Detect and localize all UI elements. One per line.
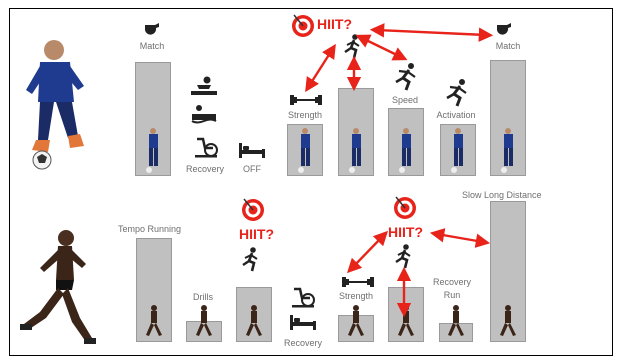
bath-icon bbox=[191, 105, 217, 124]
match-left-label: Match bbox=[139, 41, 165, 51]
stationary-bike-icon bbox=[195, 137, 218, 158]
runner-icon bbox=[242, 247, 258, 272]
recovery-bottom-label: Recovery bbox=[283, 338, 323, 348]
recovery-run-label-line1: Recovery bbox=[432, 277, 472, 287]
strength-top-label: Strength bbox=[287, 110, 323, 120]
sprinter-icon bbox=[395, 63, 416, 91]
recovery-run-bar bbox=[439, 323, 473, 342]
stationary-bike-icon bbox=[292, 287, 315, 308]
match-right-label: Match bbox=[495, 41, 521, 51]
target-icon bbox=[292, 14, 314, 37]
arrow-hiit-strength bbox=[305, 43, 336, 93]
off-label: OFF bbox=[243, 164, 261, 174]
dumbbell-icon bbox=[342, 277, 374, 287]
target-icon bbox=[242, 198, 264, 221]
hiit-bottom-left-label: HIIT? bbox=[239, 226, 274, 242]
slow-long-distance-label: Slow Long Distance bbox=[462, 190, 542, 200]
recovery-top-label: Recovery bbox=[185, 164, 225, 174]
drills-label: Drills bbox=[193, 292, 213, 302]
distance-runner-photo bbox=[20, 230, 96, 344]
hiit-top-label: HIIT? bbox=[317, 16, 352, 32]
whistle-icon bbox=[497, 23, 511, 35]
hiit-bottom-right-label: HIIT? bbox=[388, 224, 423, 240]
frame bbox=[9, 8, 613, 356]
arrow-hiit-speed bbox=[355, 34, 408, 61]
speed-label: Speed bbox=[391, 95, 419, 105]
target-icon bbox=[394, 196, 416, 219]
arrow-hiit-strength-bottom bbox=[346, 230, 389, 274]
tempo-running-label: Tempo Running bbox=[118, 224, 182, 234]
bed-icon bbox=[239, 143, 265, 158]
massage-icon bbox=[191, 76, 217, 95]
dumbbell-icon bbox=[290, 95, 322, 105]
whistle-icon bbox=[145, 23, 159, 35]
sprinter-icon bbox=[446, 79, 467, 107]
footballer-photo bbox=[26, 40, 84, 170]
arrow-hiit-longdistance bbox=[429, 228, 491, 248]
strength-bottom-label: Strength bbox=[338, 291, 374, 301]
arrow-hiit-match bbox=[369, 23, 494, 42]
activation-label: Activation bbox=[436, 110, 476, 120]
bed-icon bbox=[290, 315, 316, 330]
runner-icon bbox=[395, 244, 411, 269]
recovery-run-label-line2: Run bbox=[443, 290, 461, 300]
tempo-running-bar bbox=[136, 238, 172, 342]
